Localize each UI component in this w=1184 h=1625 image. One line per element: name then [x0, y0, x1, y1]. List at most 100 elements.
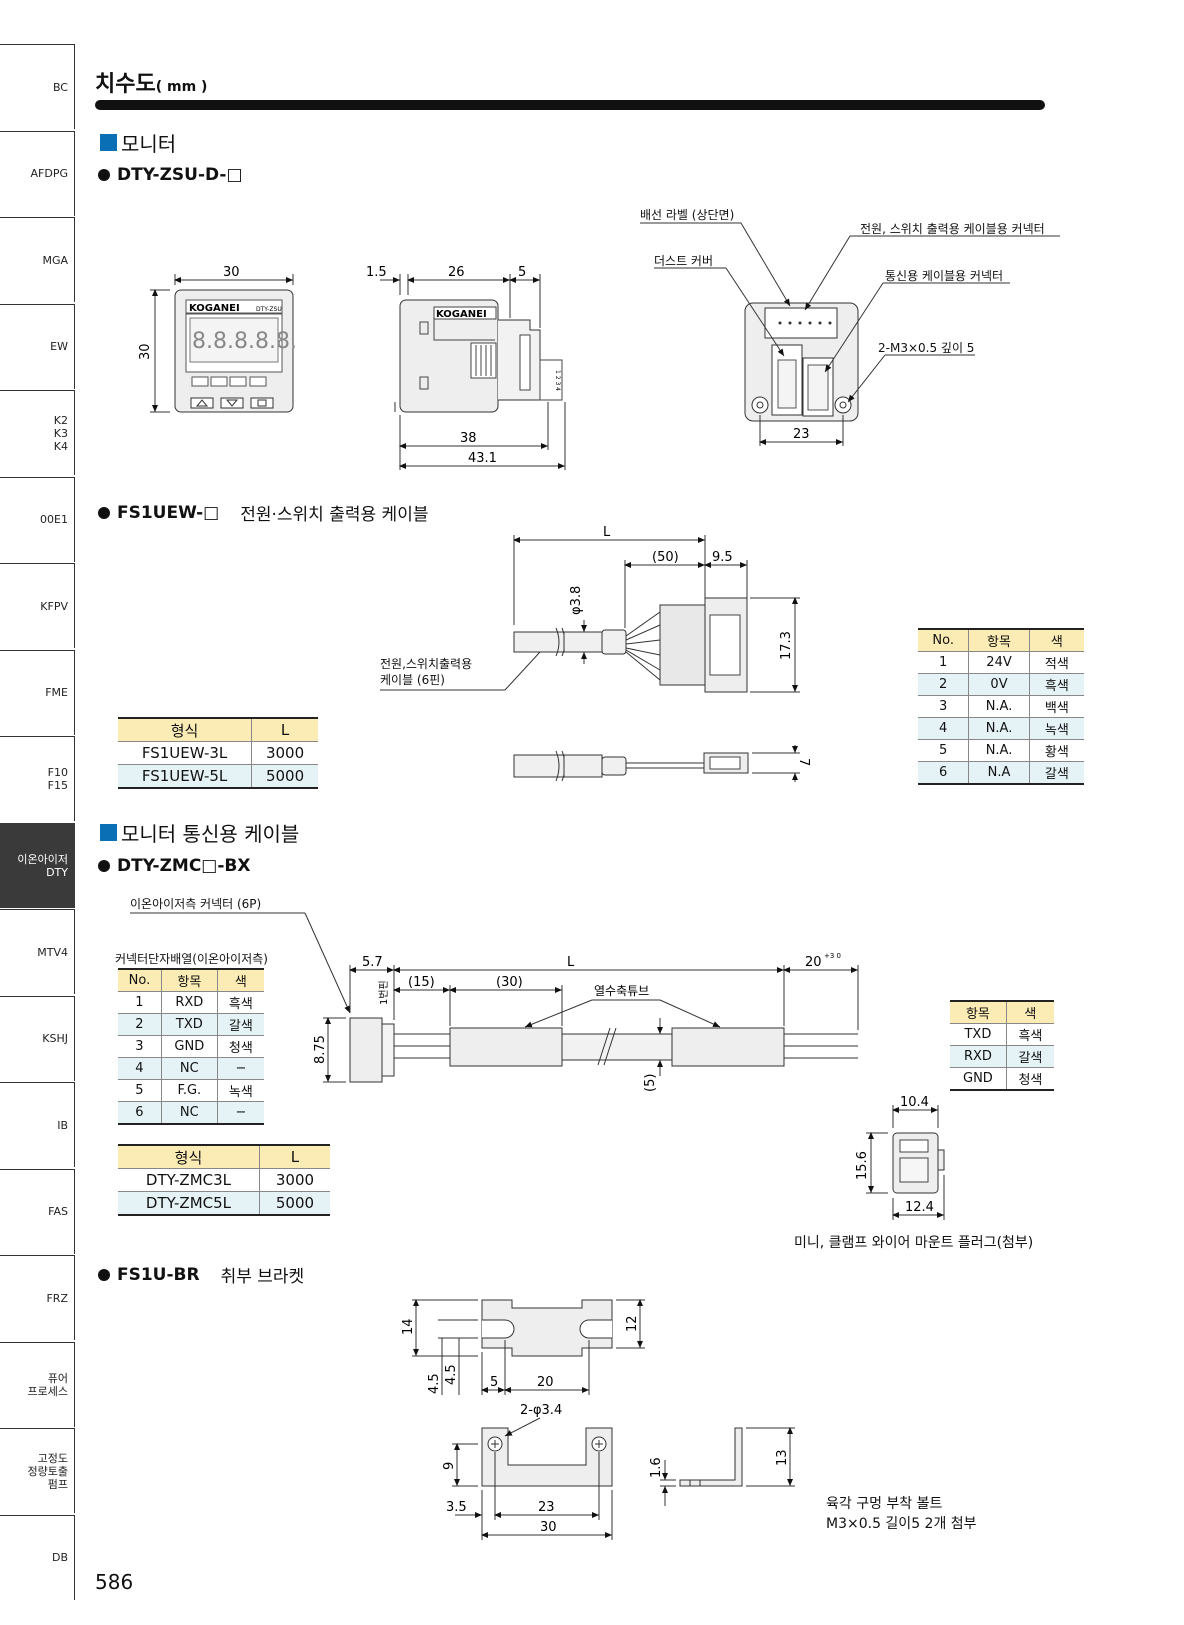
- sidebar-tab[interactable]: MGA: [0, 217, 75, 302]
- table-header: 색: [1028, 628, 1084, 652]
- table-cell: 3: [918, 695, 969, 718]
- sidebar-tab[interactable]: KSHJ: [0, 995, 75, 1081]
- table-header: 항목: [950, 1000, 1007, 1024]
- label-ionizer-connector: 이온아이저측 커넥터 (6P): [130, 897, 262, 911]
- dim-rear-w: 23: [793, 427, 810, 442]
- table-cell: 1: [118, 991, 162, 1014]
- table-cell: FS1UEW-5L: [118, 764, 252, 789]
- dim-side-a: 1.5: [366, 265, 387, 280]
- sidebar-tab[interactable]: 퓨어 프로세스: [0, 1341, 75, 1427]
- sidebar-tab[interactable]: DB: [0, 1514, 75, 1600]
- table-cell: 흑색: [216, 991, 264, 1014]
- page-number: 586: [95, 1570, 134, 1594]
- table-cell: 1: [918, 651, 969, 674]
- power-cable-label: 전원,스위치출력용 케이블 (6핀): [380, 657, 473, 687]
- sidebar-tab[interactable]: FME: [0, 649, 75, 735]
- table-cell: 3000: [258, 1168, 330, 1192]
- label-power-connector: 전원, 스위치 출력용 케이블용 커넥터: [860, 222, 1045, 236]
- display-digits: 8.8.8.8.8.: [192, 329, 297, 354]
- table-cell: 흑색: [1005, 1023, 1054, 1046]
- plug-caption: 미니, 클램프 와이어 마운트 플러그(첨부): [794, 1235, 1034, 1251]
- table-cell: 황색: [1028, 739, 1084, 762]
- table-cell: 0V: [968, 673, 1030, 696]
- side-brand-logo: KOGANEI: [436, 309, 487, 320]
- page-title-unit: ( mm ): [155, 79, 208, 95]
- title-rule: [95, 100, 1045, 110]
- table-cell: 6: [118, 1101, 162, 1125]
- table-header: 색: [1005, 1000, 1054, 1024]
- dim-comm-b: 20: [805, 955, 822, 970]
- label-pin-layout: 커넥터단자배열(이온아이저측): [115, 952, 268, 966]
- dim-power-dia: φ3.8: [569, 586, 584, 615]
- bracket-note: 육각 구멍 부착 볼트 M3×0.5 길이5 2개 첨부: [826, 1496, 977, 1532]
- dim-bracket-i: 23: [538, 1500, 555, 1515]
- table-cell: GND: [950, 1067, 1007, 1091]
- table-cell: NC: [160, 1057, 218, 1080]
- comm-model-heading: DTY-ZMC□-BX: [98, 856, 250, 876]
- table-header: 형식: [118, 1144, 260, 1169]
- table-cell: 흑색: [1028, 673, 1084, 696]
- table-cell: 녹색: [216, 1079, 264, 1102]
- page-title-text: 치수도: [95, 72, 156, 97]
- table-cell: 5: [918, 739, 969, 762]
- sidebar-tab[interactable]: MTV4: [0, 909, 75, 994]
- sidebar-tab[interactable]: AFDPG: [0, 130, 75, 216]
- sidebar-tab[interactable]: EW: [0, 303, 75, 389]
- dim-bracket-j: 30: [540, 1520, 557, 1535]
- dim-power-h: 17.3: [779, 631, 794, 660]
- table-cell: DTY-ZMC5L: [118, 1191, 260, 1216]
- monitor-model-heading: DTY-ZSU-D-□: [98, 165, 243, 185]
- power-cable-model: FS1UEW-□: [117, 502, 220, 523]
- table-header: 항목: [160, 968, 218, 992]
- table-header: No.: [118, 968, 162, 992]
- dim-bracket-e: 5: [490, 1375, 498, 1390]
- table-cell: 5: [118, 1079, 162, 1102]
- dim-comm-h: 8.75: [313, 1035, 328, 1064]
- sidebar-tab[interactable]: 00E1: [0, 476, 75, 562]
- table-cell: 녹색: [1028, 717, 1084, 740]
- table-header: L: [251, 717, 318, 742]
- sidebar-tab[interactable]: IB: [0, 1082, 75, 1167]
- dim-bracket-h: 3.5: [446, 1500, 467, 1515]
- sidebar-tab[interactable]: BC: [0, 44, 75, 129]
- dim-bracket-f: 20: [537, 1375, 554, 1390]
- table-cell: N.A.: [968, 739, 1030, 762]
- bullet-icon: [98, 860, 110, 872]
- dim-power-a: (50): [652, 550, 679, 565]
- bullet-icon: [98, 169, 110, 181]
- bullet-icon: [98, 506, 110, 519]
- table-cell: N.A.: [968, 717, 1030, 740]
- table-cell: TXD: [160, 1013, 218, 1036]
- section-comm-cable: 모니터 통신용 케이블: [100, 818, 299, 847]
- sidebar-tab[interactable]: FRZ: [0, 1255, 75, 1340]
- table-cell: 4: [118, 1057, 162, 1080]
- dim-bracket-k: 1.6: [649, 1457, 664, 1478]
- sidebar-tab[interactable]: 이온아이저 DTY: [0, 822, 75, 908]
- label-heat-shrink: 열수축튜브: [594, 984, 649, 998]
- monitor-front-view: KOGANEI DTY-ZSU 8.8.8.8.8. 30 30: [138, 265, 297, 413]
- label-pin1: 1번핀: [378, 980, 390, 1005]
- table-cell: NC: [160, 1101, 218, 1125]
- page-title: 치수도( mm ): [95, 66, 207, 98]
- power-cable-heading: FS1UEW-□ 전원·스위치 출력용 케이블: [98, 500, 428, 525]
- dim-plug-h: 15.6: [855, 1151, 870, 1180]
- table-cell: GND: [160, 1035, 218, 1058]
- sidebar-tab[interactable]: K2 K3 K4: [0, 390, 75, 475]
- table-cell: TXD: [950, 1023, 1007, 1046]
- sidebar-tab[interactable]: 고정도 정량토출 펌프: [0, 1428, 75, 1513]
- dim-side-e: 43.1: [468, 451, 497, 466]
- dim-plug-b: 12.4: [905, 1200, 934, 1215]
- table-cell: DTY-ZMC3L: [118, 1168, 260, 1192]
- table-cell: 3000: [251, 741, 318, 765]
- table-header: 형식: [118, 717, 252, 742]
- sidebar-tab[interactable]: FAS: [0, 1168, 75, 1254]
- table-cell: 4: [918, 717, 969, 740]
- dim-power-L: L: [603, 525, 611, 540]
- sidebar-tab[interactable]: F10 F15: [0, 736, 75, 821]
- dim-comm-e: (5): [643, 1074, 658, 1092]
- sidebar-tab[interactable]: KFPV: [0, 563, 75, 648]
